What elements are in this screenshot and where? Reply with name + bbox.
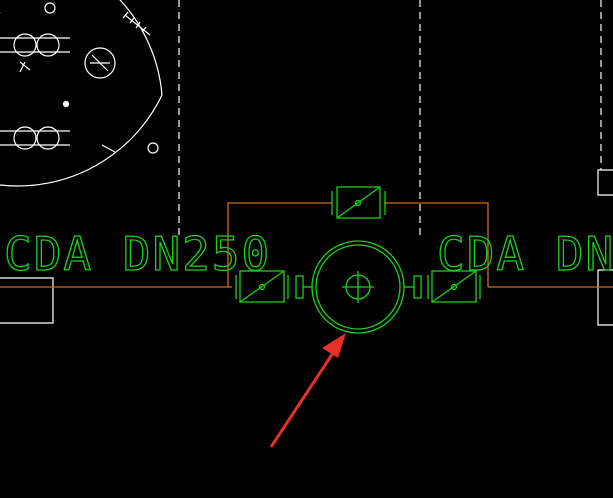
valve-icon[interactable]	[235, 270, 304, 303]
pipe-lines	[0, 202, 613, 288]
valve-icon[interactable]	[331, 186, 386, 219]
valve-icon[interactable]	[413, 270, 481, 303]
left-edge-frame	[0, 277, 54, 324]
boundary-dashed-lines	[178, 0, 602, 235]
filter-housing-icon[interactable]	[303, 240, 414, 334]
tank-icon	[0, 0, 163, 187]
arrow-annotation-icon	[269, 333, 346, 448]
right-edge-frame	[597, 169, 613, 326]
pipe-label-right: CDA DN25	[437, 227, 613, 281]
pipe-label-left: CDA DN250	[4, 227, 271, 281]
